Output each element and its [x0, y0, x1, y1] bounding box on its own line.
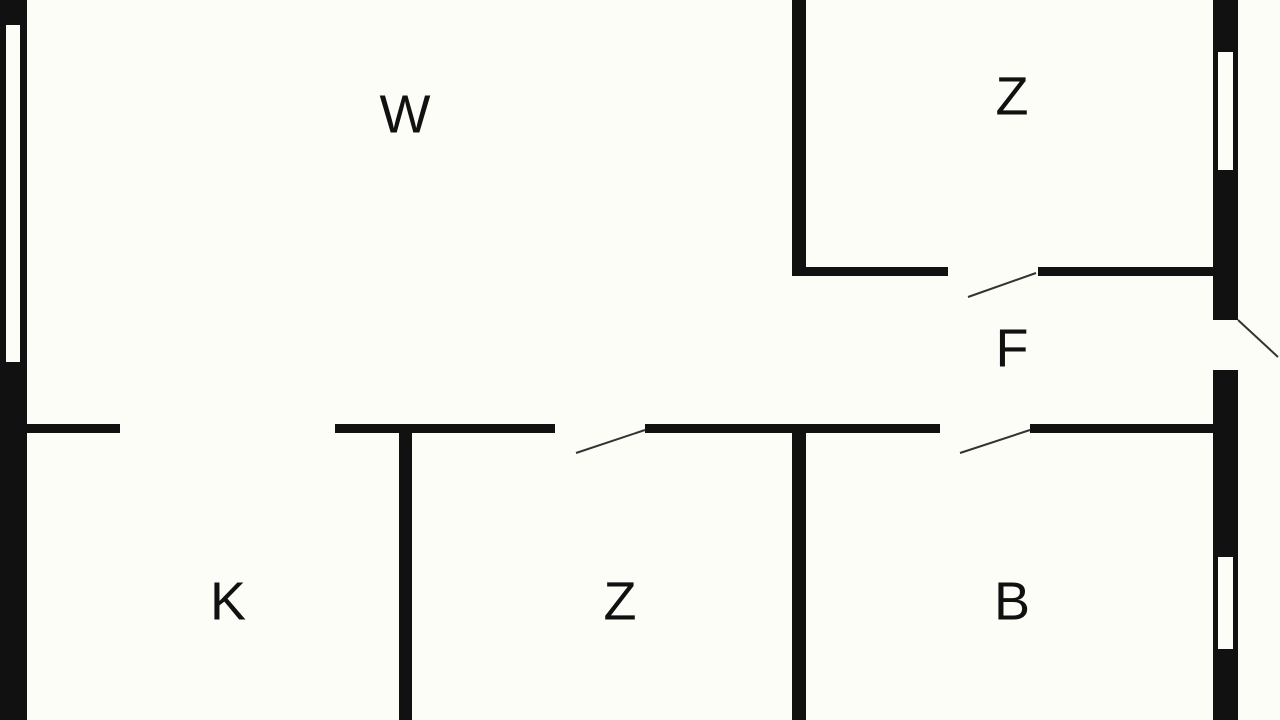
- room-label-living: W: [380, 84, 431, 144]
- wall-bathroom-left: [792, 424, 806, 720]
- wall-bedroom-top-bottom-a: [792, 267, 948, 276]
- right-outer-wall-bottom: [1213, 370, 1238, 720]
- room-label-hall: F: [996, 318, 1029, 378]
- right-window-top: [1218, 52, 1233, 170]
- wall-horizontal-a: [27, 424, 120, 433]
- outer-walls: [0, 0, 1238, 720]
- wall-kitchen-right: [399, 424, 412, 720]
- left-window: [6, 25, 20, 362]
- wall-horizontal-d: [1030, 424, 1213, 433]
- door-swing-bathroom: [959, 429, 1031, 454]
- door-swing-bedroom-bottom: [575, 429, 646, 454]
- wall-horizontal-b: [335, 424, 555, 433]
- door-swing-bedroom-top: [967, 272, 1037, 298]
- interior-walls: [27, 0, 1213, 720]
- wall-bedroom-top-bottom-b: [1038, 267, 1213, 276]
- room-label-kitchen: K: [210, 571, 246, 631]
- door-swing-entrance: [1237, 319, 1279, 358]
- room-label-bedroom-bottom: Z: [604, 571, 637, 631]
- room-label-bathroom: B: [994, 571, 1030, 631]
- room-label-bedroom-top: Z: [996, 66, 1029, 126]
- doors: [575, 272, 1279, 454]
- wall-bedroom-top-left: [792, 0, 806, 276]
- right-window-bottom: [1218, 557, 1233, 649]
